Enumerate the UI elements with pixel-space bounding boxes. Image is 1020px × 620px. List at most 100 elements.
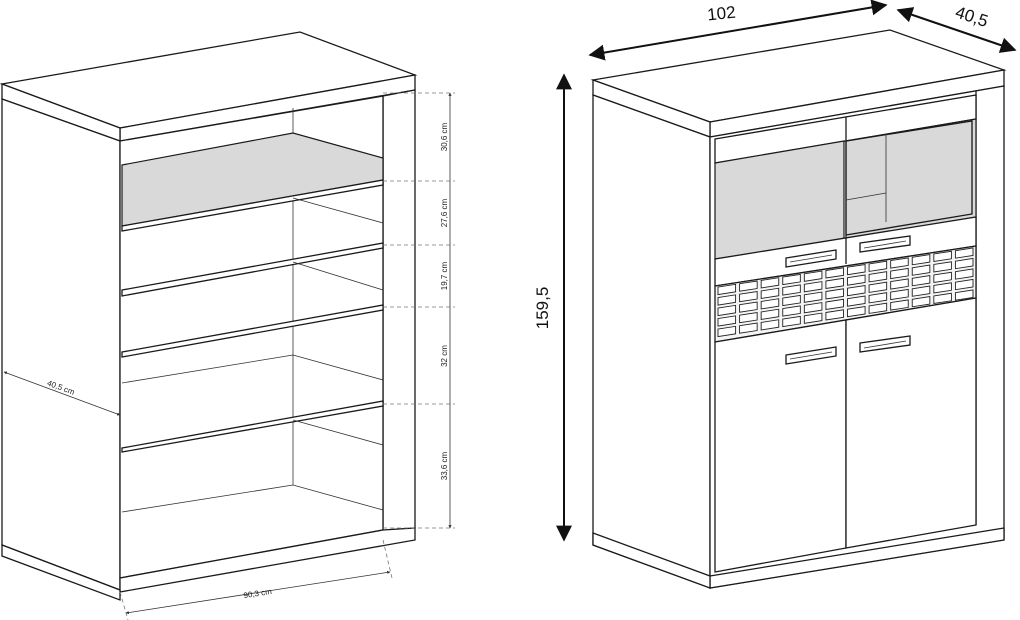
decor-tile <box>868 281 888 293</box>
door-handle-left[interactable] <box>785 346 837 365</box>
decor-tile <box>717 304 737 317</box>
left-cabinet: 30,6 cm 27,6 cm 19,7 cm 32 cm 33,6 cm 40… <box>0 31 455 620</box>
decor-tile <box>954 247 974 259</box>
decor-tile <box>933 261 952 273</box>
decor-tile <box>954 268 974 280</box>
decor-tile <box>803 312 823 324</box>
right-width-label: 102 <box>706 3 736 25</box>
decor-tile <box>847 284 866 297</box>
decor-tile <box>717 294 737 306</box>
decor-tile <box>782 294 801 307</box>
decor-tile <box>803 281 823 293</box>
decor-tile <box>847 263 866 276</box>
decor-tile <box>933 292 952 304</box>
decor-tile <box>933 282 952 294</box>
right-cabinet: 102 40,5 159,5 <box>533 0 1017 589</box>
shelf-1 <box>121 179 384 232</box>
lower-door-right[interactable] <box>845 297 977 549</box>
left-height-dims: 30,6 cm 27,6 cm 19,7 cm 32 cm 33,6 cm <box>383 92 455 529</box>
shelf-height-label-2: 27,6 cm <box>440 198 449 227</box>
decor-tile <box>911 275 931 287</box>
shelf-3-depth <box>292 354 384 381</box>
shelf-3 <box>121 304 384 358</box>
shelf-2 <box>121 242 384 297</box>
shelf-1-depth <box>292 197 384 224</box>
decor-tile <box>868 260 888 272</box>
left-plinth-side <box>1 544 121 601</box>
decor-tile <box>954 257 974 270</box>
drawer-handle-right[interactable] <box>859 235 911 253</box>
decor-tile <box>739 291 758 303</box>
glass-shelf-line <box>845 192 887 201</box>
floor-depth-line <box>292 484 384 511</box>
decor-tile <box>868 292 888 304</box>
decor-tile <box>782 273 801 286</box>
decor-tile <box>803 302 823 314</box>
decor-tile <box>739 312 758 324</box>
shelf-4 <box>121 400 384 453</box>
left-shelves <box>121 179 384 513</box>
decor-tile <box>739 280 758 292</box>
decor-tile <box>890 267 909 280</box>
door-handle-right[interactable] <box>859 335 911 353</box>
decor-tile <box>847 295 866 307</box>
decor-tile <box>760 308 780 320</box>
decor-tile <box>933 250 952 262</box>
decor-tile <box>868 302 888 314</box>
decor-tile <box>760 298 780 310</box>
decor-tile <box>954 289 974 301</box>
decor-tile <box>890 278 909 290</box>
decor-tile <box>868 271 888 283</box>
decor-tile <box>847 305 866 318</box>
decor-tile <box>739 322 758 334</box>
depth-arrow <box>896 7 1017 53</box>
decor-tile <box>717 325 737 338</box>
decor-tile <box>911 254 931 266</box>
right-depth-label: 40,5 <box>953 3 990 31</box>
width-arrow <box>588 0 888 61</box>
decor-tile <box>954 278 974 291</box>
decor-tile <box>782 284 801 296</box>
shelf-height-label-3: 19,7 cm <box>440 261 449 290</box>
decor-tile <box>825 277 844 290</box>
decor-tile <box>911 264 931 276</box>
decor-tile <box>825 288 844 300</box>
decor-tile <box>933 271 952 283</box>
left-glass-compartment <box>121 132 384 227</box>
decor-tile <box>825 309 844 321</box>
decor-tile <box>825 298 844 311</box>
shelf-height-label-4: 32 cm <box>440 345 449 367</box>
shelf-height-label-1: 30,6 cm <box>440 122 449 151</box>
decor-tile <box>760 287 780 299</box>
decor-tile <box>890 299 909 311</box>
shelf-4-depth <box>292 419 384 446</box>
right-height-label: 159,5 <box>533 287 552 330</box>
decor-tile <box>760 319 780 331</box>
decor-tile <box>782 315 801 328</box>
decor-tile <box>739 301 758 313</box>
shelf-2-depth <box>292 261 384 291</box>
decor-tile <box>847 274 866 286</box>
decor-tile <box>782 305 801 317</box>
left-side-panel <box>1 98 121 591</box>
decor-tile <box>911 296 931 308</box>
floor-back-line <box>121 484 294 513</box>
right-dims: 102 40,5 159,5 <box>533 0 1017 542</box>
drawer-handle-left[interactable] <box>785 249 837 268</box>
right-side-panel <box>592 94 711 589</box>
decor-tile <box>803 291 823 303</box>
decor-tile <box>803 270 823 282</box>
decor-tile <box>760 277 780 289</box>
shelf-height-label-5: 33,6 cm <box>440 451 449 480</box>
decor-pattern <box>717 247 974 338</box>
decor-tile <box>890 257 909 269</box>
shelf-3-back-line <box>121 354 294 384</box>
decor-tile <box>825 267 844 279</box>
left-width-label: 90,3 cm <box>243 587 273 600</box>
decor-tile <box>890 288 909 301</box>
left-right-side-strip <box>382 89 416 535</box>
decor-tile <box>911 285 931 297</box>
glass-door-right-frame <box>845 120 973 236</box>
